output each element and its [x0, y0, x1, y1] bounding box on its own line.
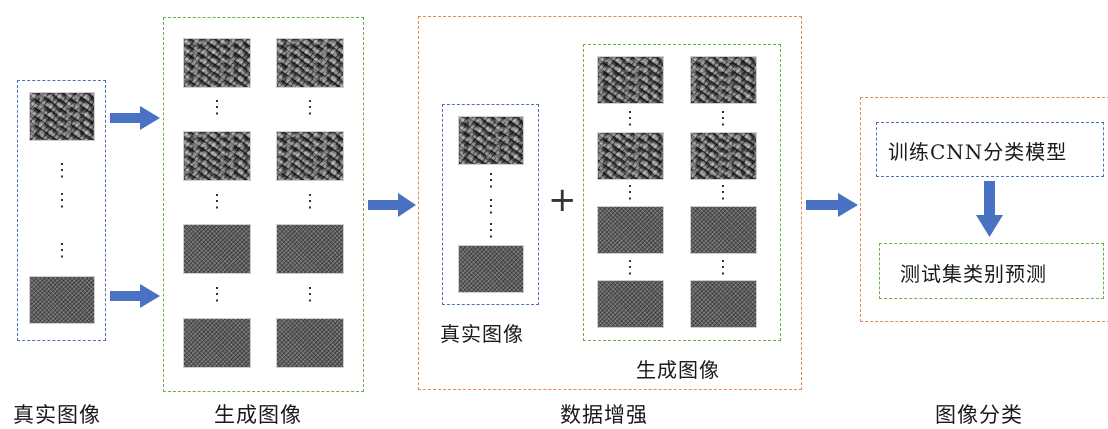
- inner-real-images-label: 真实图像: [440, 322, 524, 346]
- inner-generated-image: [690, 206, 757, 254]
- inner-generated-image: [690, 132, 757, 180]
- generated-image: [183, 131, 251, 181]
- inner-generated-image: [597, 280, 664, 328]
- test-predict-label: 测试集类别预测: [900, 262, 1047, 286]
- test-predict-box: [879, 243, 1104, 299]
- ellipsis: ⋮: [482, 170, 500, 191]
- generated-image: [183, 318, 251, 368]
- ellipsis: ⋮: [208, 284, 226, 305]
- inner-real-images-box: [442, 104, 539, 305]
- arrow-down-icon: [976, 181, 1003, 237]
- ellipsis: ⋮: [301, 284, 319, 305]
- ellipsis: ⋮: [208, 97, 226, 118]
- ellipsis: ⋮: [714, 182, 732, 203]
- generated-image: [183, 38, 251, 88]
- inner-generated-image: [597, 132, 664, 180]
- ellipsis: ⋮: [621, 257, 639, 278]
- ellipsis: ⋮: [53, 160, 71, 181]
- train-cnn-label: 训练CNN分类模型: [888, 140, 1068, 164]
- ellipsis: ⋮: [482, 196, 500, 217]
- ellipsis: ⋮: [621, 182, 639, 203]
- plus-symbol: +: [548, 180, 577, 220]
- stage-label-data-augmentation: 数据增强: [560, 403, 648, 427]
- generated-image: [276, 318, 344, 368]
- inner-real-image-noise: [458, 245, 524, 293]
- ellipsis: ⋮: [621, 108, 639, 129]
- inner-generated-image: [597, 206, 664, 254]
- stage-label-generated-images: 生成图像: [214, 403, 302, 427]
- generated-image: [276, 38, 344, 88]
- inner-generated-image: [690, 280, 757, 328]
- ellipsis: ⋮: [208, 191, 226, 212]
- data-augmentation-box: [418, 16, 802, 390]
- inner-generated-image: [597, 56, 664, 104]
- generated-images-box: [163, 17, 364, 392]
- inner-generated-images-box: [583, 44, 781, 341]
- generated-image: [276, 224, 344, 274]
- generated-image: [276, 131, 344, 181]
- stage-label-real-images: 真实图像: [13, 403, 101, 427]
- ellipsis: ⋮: [53, 240, 71, 261]
- stage-label-image-classification: 图像分类: [935, 403, 1023, 427]
- real-image-noise: [29, 276, 95, 324]
- generated-image: [183, 224, 251, 274]
- arrow-right-icon: [110, 284, 160, 308]
- ellipsis: ⋮: [714, 257, 732, 278]
- ellipsis: ⋮: [714, 108, 732, 129]
- ellipsis: ⋮: [301, 97, 319, 118]
- inner-real-image-cracked: [458, 116, 524, 165]
- train-cnn-box: [876, 122, 1104, 177]
- real-images-box: [17, 80, 106, 341]
- arrow-right-icon: [110, 106, 160, 130]
- image-classification-box: [860, 97, 1108, 322]
- arrow-right-icon: [806, 193, 858, 217]
- ellipsis: ⋮: [53, 190, 71, 211]
- inner-generated-image: [690, 56, 757, 104]
- inner-generated-images-label: 生成图像: [636, 358, 720, 382]
- real-image-cracked: [29, 92, 95, 141]
- ellipsis: ⋮: [301, 191, 319, 212]
- arrow-right-icon: [368, 193, 416, 217]
- ellipsis: ⋮: [482, 220, 500, 241]
